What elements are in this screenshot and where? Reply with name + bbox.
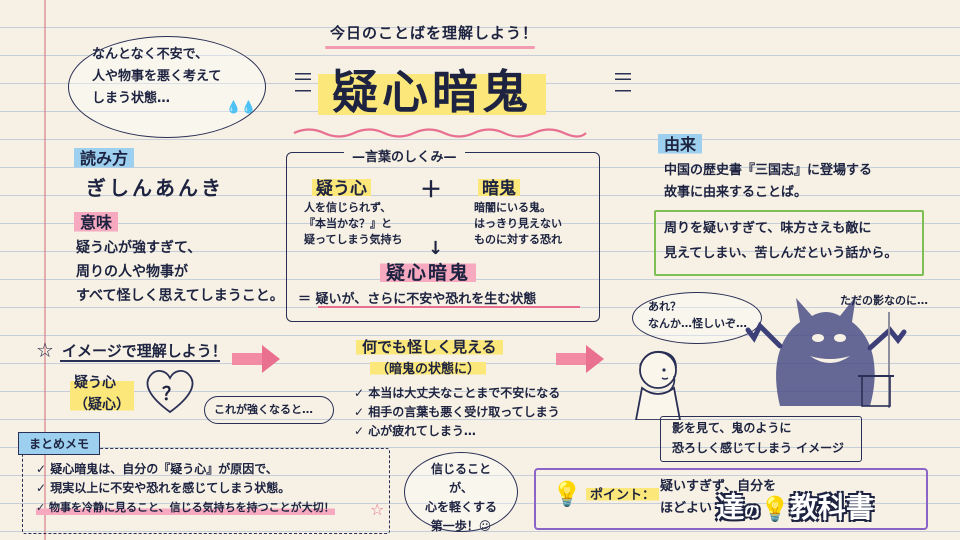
image-section-heading: イメージで理解しよう！	[62, 342, 227, 360]
reading-value: ぎしんあんき	[86, 176, 224, 200]
point-box	[534, 468, 928, 530]
point-label: ポイント：	[586, 484, 660, 503]
logo-bulb-icon: 💡	[760, 495, 790, 523]
meaning-label: 意味	[74, 208, 119, 234]
middle-checklist: 本当は大丈夫なことまで不安になる 相手の言葉も悪く受け取ってしまう 心が疲れてし…	[354, 384, 560, 441]
shadow-caption: ただの影なのに…	[840, 294, 928, 307]
shadow-monster-illustration	[745, 296, 907, 408]
origin-story-text: 周りを疑いすぎて、味方さえも敵に 見えてしまい、苦しんだという話から。	[664, 221, 898, 261]
logo-eyes: の	[744, 502, 761, 521]
lightbulb-icon: 💡	[552, 480, 582, 508]
meaning-text: 疑う心が強すぎて、 周りの人や物事が すべて怪しく思えてしまうこと。	[76, 240, 284, 304]
summary-memo-box	[22, 448, 390, 534]
equation-underline	[318, 306, 580, 308]
tip-text: 信じることが、 心を軽くする 第一歩！☺	[424, 462, 497, 533]
origin-label: 由来	[658, 130, 703, 156]
intro-text: なんとなく不安で、 人や物事を悪く考えて しまう状態…	[92, 47, 222, 106]
check-item: 本当は大丈夫なことまで不安になる	[354, 384, 560, 403]
condition-bubble-text: これが強くなると…	[214, 403, 313, 416]
doubt-label: 疑う心 （疑心）	[70, 372, 134, 416]
summary-list: 疑心暗鬼は、自分の『疑う心』が原因で、 現実以上に不安や恐れを感じてしまう状態。…	[36, 460, 335, 517]
character-thought-bubble	[632, 292, 762, 344]
heart-question-mark: ？	[162, 384, 180, 405]
lesson-lead: 今日のことばを理解しよう！	[330, 24, 539, 42]
worried-child-illustration	[635, 350, 681, 420]
sweat-drops-icon: 💧💧	[226, 100, 256, 114]
heart-icon	[146, 370, 194, 414]
result-text: 影を見て、鬼のように 恐ろしく感じてしまう イメージ	[672, 421, 844, 455]
arrow-1-head	[262, 345, 280, 373]
structure-right-text: 暗闇にいる鬼。 はっきり見えない ものに対する恐れ	[474, 201, 562, 246]
structure-right-title: 暗鬼	[478, 174, 520, 199]
middle-title: 何でも怪しく見える	[356, 336, 503, 357]
check-item: 相手の言葉も悪く受け取ってしまう	[354, 403, 560, 422]
title-wave	[293, 128, 587, 138]
origin-text: 中国の歴史書『三国志』に登場する 故事に由来することば。	[664, 163, 873, 200]
structure-left-text: 人を信じられず、 『本当かな？』と 疑ってしまう気持ち	[304, 201, 403, 246]
origin-story-box	[654, 210, 924, 276]
summary-item: 疑心暗鬼は、自分の『疑う心』が原因で、	[36, 460, 335, 479]
structure-result: 疑心暗鬼	[380, 258, 477, 285]
structure-left-title: 疑う心	[312, 174, 371, 199]
summary-item: 物事を冷静に見ること、信じる気持ちを持つことが大切！	[36, 498, 335, 517]
arrow-2-body	[556, 353, 588, 365]
intro-thought-bubble	[68, 36, 266, 138]
arrow-2-head	[586, 345, 604, 373]
star-deco-icon: ☆	[370, 500, 385, 519]
arrow-1-body	[232, 353, 264, 365]
middle-subtitle: （暗鬼の状態に）	[370, 358, 487, 377]
plus-sign: ＋	[420, 178, 443, 203]
logo: 達の💡教科書	[716, 491, 874, 524]
lead-underline	[325, 46, 535, 49]
point-text: 疑いすぎず、自分を ほどよい	[660, 479, 777, 516]
check-item: 心が疲れてしまう…	[354, 422, 560, 441]
title-deco-right: ＝－	[612, 66, 635, 105]
summary-item: 現実以上に不安や恐れを感じてしまう状態。	[36, 479, 335, 498]
summary-label: まとめメモ	[18, 432, 101, 455]
result-box	[660, 416, 862, 462]
condition-bubble	[204, 396, 334, 424]
reading-label: 読み方	[74, 144, 135, 170]
structure-label: —言葉のしくみ—	[344, 146, 465, 165]
page-title: 疑心暗鬼	[318, 62, 546, 122]
down-arrow-icon: ↓	[428, 238, 444, 259]
title-deco-left: ＝－	[292, 66, 315, 105]
character-thought-text: あれ？ なんか…怪しいぞ…	[648, 300, 747, 330]
star-icon: ☆	[36, 338, 54, 362]
structure-equation: ＝ 疑いが、さらに不安や恐れを生む状態	[298, 292, 537, 307]
tip-bubble	[404, 452, 518, 532]
heading-underline	[60, 360, 220, 362]
